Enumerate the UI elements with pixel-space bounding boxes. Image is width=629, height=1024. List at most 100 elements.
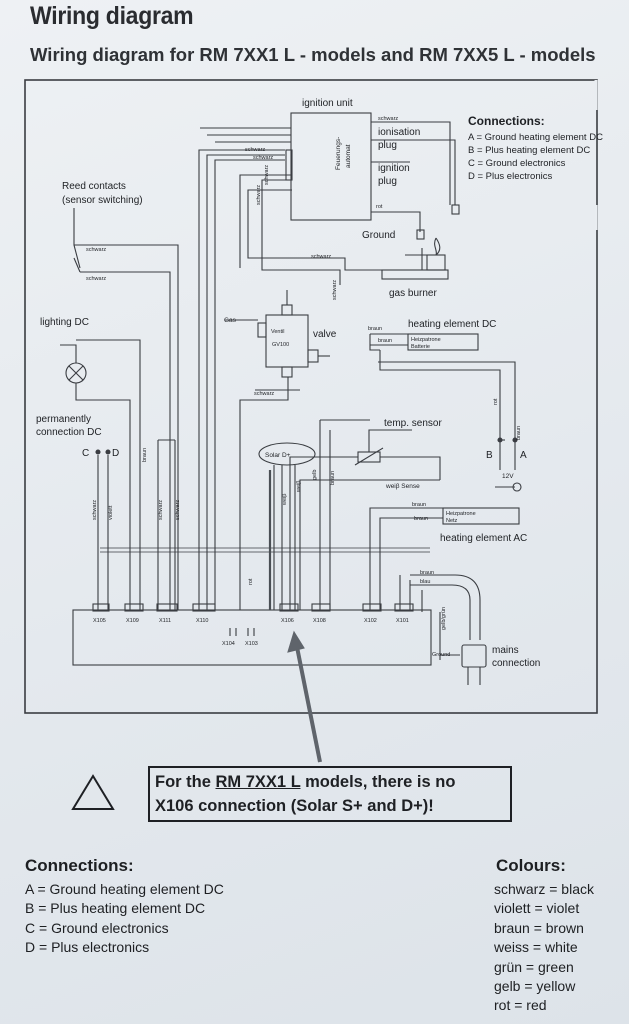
ignition-unit-box	[290, 112, 372, 221]
connector-x102: X102	[364, 618, 377, 624]
wire-label-schwarz-x111a: schwarz	[158, 500, 164, 520]
wire-label-schwarz-c: schwarz	[92, 500, 98, 520]
wire-label-gelbgruen: gelb/grün	[441, 607, 447, 630]
netz-label: Netz	[446, 518, 458, 524]
connection-d: D = Plus electronics	[25, 939, 150, 956]
mains-connection-label: connection	[492, 658, 540, 669]
solar-label: Solar D+	[265, 452, 291, 459]
connector-x111: X111	[159, 618, 171, 624]
note-line1-post: models, there is no	[300, 773, 456, 791]
wire-label-rot-top: rot	[376, 204, 383, 210]
note-line-2: X106 connection (Solar S+ and D+)!	[155, 797, 434, 815]
wire-label-schwarz-reed2: schwarz	[86, 276, 106, 282]
connector-x104: X104	[222, 641, 235, 647]
wire-label-braun-dc1: braun	[368, 326, 382, 332]
ionisation-plug-label: plug	[378, 140, 397, 151]
colours-heading: Colours:	[496, 856, 566, 875]
automat-label: automat	[345, 144, 352, 168]
label-b: B	[486, 450, 493, 461]
ignition-unit-label: ignition unit	[302, 98, 353, 109]
heizpatrone-dc-label: Heizpatrone	[411, 337, 441, 343]
connector-x109: X109	[126, 618, 139, 624]
ground-mains-label: Ground	[432, 652, 450, 658]
heating-ac-label: heating element AC	[440, 533, 527, 544]
wire-label-schwarz-b: schwarz	[253, 155, 273, 161]
connections-heading: Connections:	[25, 856, 134, 875]
connector-x103: X103	[245, 641, 258, 647]
note-model: RM 7XX1 L	[215, 773, 301, 791]
wire-label-schwarz-vert1: schwarz	[256, 185, 262, 205]
colour-schwarz: schwarz = black	[494, 881, 594, 897]
x106-note: For the RM 7XX1 L models, there is no X1…	[148, 766, 512, 822]
connector-x110: X110	[196, 618, 208, 624]
page-subtitle: Wiring diagram for RM 7XX1 L - models an…	[30, 44, 596, 65]
inner-connection-c: C = Ground electronics	[468, 158, 566, 169]
wire-label-braun-dc2: braun	[378, 338, 392, 344]
valve-ventil-label: Ventil	[271, 329, 284, 335]
connections-list: A = Ground heating element DC B = Plus h…	[25, 880, 224, 958]
connection-b: B = Plus heating element DC	[25, 900, 206, 917]
wire-label-schwarz-x111b: schwarz	[175, 500, 181, 520]
connection-c: C = Ground electronics	[25, 919, 169, 936]
colours-list: schwarz = black violett = violet braun =…	[494, 880, 594, 1016]
note-line-1: For the RM 7XX1 L models, there is no	[155, 770, 510, 794]
warning-triangle-icon	[71, 774, 115, 810]
wire-label-schwarz-c: schwarz	[311, 254, 331, 260]
wire-label-schwarz-vert3: schwarz	[332, 280, 338, 300]
gas-burner-shape	[381, 269, 449, 280]
label-c: C	[82, 448, 89, 459]
12v-label: 12V	[502, 473, 514, 480]
ignition-plug-label: plug	[378, 176, 397, 187]
valve-box	[265, 314, 309, 368]
reed-contacts-label: Reed contacts	[62, 181, 126, 192]
wire-label-weiss: weiβ	[282, 494, 288, 506]
wire-label-braun-ac2: braun	[414, 516, 428, 522]
wire-label-schwarz-valve: schwarz	[254, 391, 274, 397]
heating-ac-box	[442, 507, 520, 525]
connector-x105: X105	[93, 618, 106, 624]
ionisation-label: ionisation	[378, 127, 420, 138]
reed-contacts-sub: (sensor switching)	[62, 195, 143, 206]
mains-label: mains	[492, 645, 519, 656]
colour-rot: rot = red	[494, 997, 547, 1014]
colour-gelb: gelb = yellow	[494, 978, 576, 995]
inner-connection-d: D = Plus electronics	[468, 171, 552, 182]
wire-label-blau: blau	[420, 579, 430, 585]
wire-label-rot-bottom: rot	[248, 578, 254, 585]
wire-label-braun-left: braun	[142, 448, 148, 462]
wire-label-weiss2: weiβ	[296, 481, 302, 493]
wire-label-schwarz-a: schwarz	[245, 147, 265, 153]
page-title: Wiring diagram	[30, 2, 194, 30]
temp-sensor-label: temp. sensor	[384, 418, 442, 429]
gas-label: Gas	[224, 317, 237, 324]
colour-weiss: weiss = white	[494, 939, 578, 956]
wire-label-rot-right: rot	[493, 398, 499, 405]
solar-ellipse	[258, 442, 316, 466]
wire-label-braun-mid: braun	[330, 471, 336, 485]
connector-x106: X106	[281, 618, 294, 624]
wire-label-schwarz-reed1: schwarz	[86, 247, 106, 253]
permanently-label: permanently	[36, 414, 91, 425]
weiss-sense-label: weiβ Sense	[385, 483, 420, 490]
valve-label: valve	[313, 329, 337, 340]
colour-gruen: grün = green	[494, 958, 574, 975]
connector-x101: X101	[396, 618, 409, 624]
inner-connections-title: Connections:	[468, 114, 545, 128]
label-d: D	[112, 448, 119, 459]
connection-a: A = Ground heating element DC	[25, 881, 224, 897]
wire-label-braun-right: braun	[516, 426, 522, 440]
wire-label-braun-ac1: braun	[412, 502, 426, 508]
wire-label-gelb: gelb	[312, 470, 318, 480]
connector-x108: X108	[313, 618, 326, 624]
label-a: A	[520, 450, 527, 461]
ground-label: Ground	[362, 230, 395, 241]
permanently-sub: connection DC	[36, 427, 102, 438]
colour-violett: violett = violet	[494, 900, 580, 917]
wire-label-schwarz-top: schwarz	[378, 116, 398, 122]
wire-label-violett: violett	[108, 505, 114, 520]
colour-braun: braun = brown	[494, 919, 584, 936]
heating-dc-label: heating element DC	[408, 319, 496, 330]
feuerungs-label: Feuerungs-	[335, 137, 342, 170]
